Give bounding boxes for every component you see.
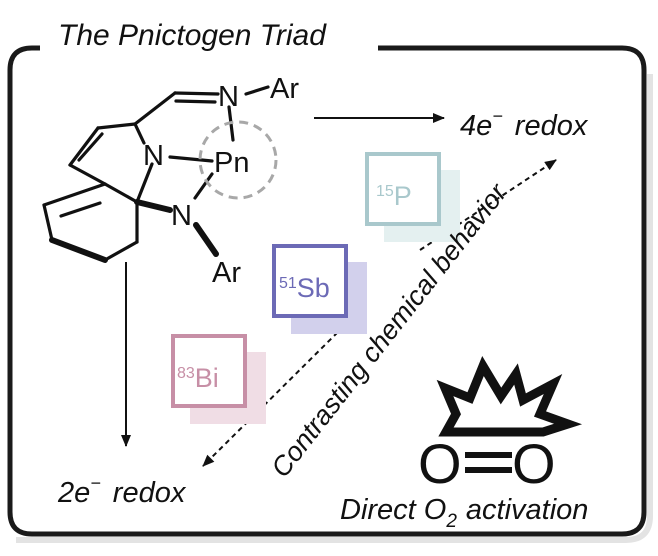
ligand-structure <box>42 85 270 263</box>
svg-text:15P: 15P <box>376 181 412 211</box>
atom-n-top: N <box>218 81 239 113</box>
frame-border <box>7 45 647 537</box>
frame-title: The Pnictogen Triad <box>58 19 327 52</box>
pn-center: Pn <box>214 147 249 179</box>
o-left: O <box>418 432 462 495</box>
element-tile-sb: 51Sb <box>272 244 367 334</box>
element-tile-p: 15P <box>365 152 460 242</box>
atom-n-low: N <box>171 200 192 232</box>
element-symbol-p: P <box>394 181 412 211</box>
redox-4e-label: 4e−redox <box>460 106 589 142</box>
atom-n-mid: N <box>143 140 164 172</box>
element-symbol-bi: Bi <box>195 363 219 393</box>
dashed-arrow-2e-end <box>202 325 345 467</box>
o-right: O <box>512 432 556 495</box>
element-mass-bi: 83 <box>177 365 195 382</box>
ar-low: Ar <box>212 257 241 289</box>
pn-dashed-circle <box>198 120 278 200</box>
element-mass-p: 15 <box>376 183 394 200</box>
element-tile-bi: 83Bi <box>171 334 266 424</box>
ar-top: Ar <box>270 73 299 105</box>
frame-shadow <box>16 74 653 543</box>
svg-text:51Sb: 51Sb <box>279 273 330 303</box>
explosion-icon <box>436 355 583 437</box>
svg-text:83Bi: 83Bi <box>177 363 219 393</box>
element-mass-sb: 51 <box>279 275 297 292</box>
redox-2e-label: 2e−redox <box>57 473 187 509</box>
element-symbol-sb: Sb <box>297 273 330 303</box>
